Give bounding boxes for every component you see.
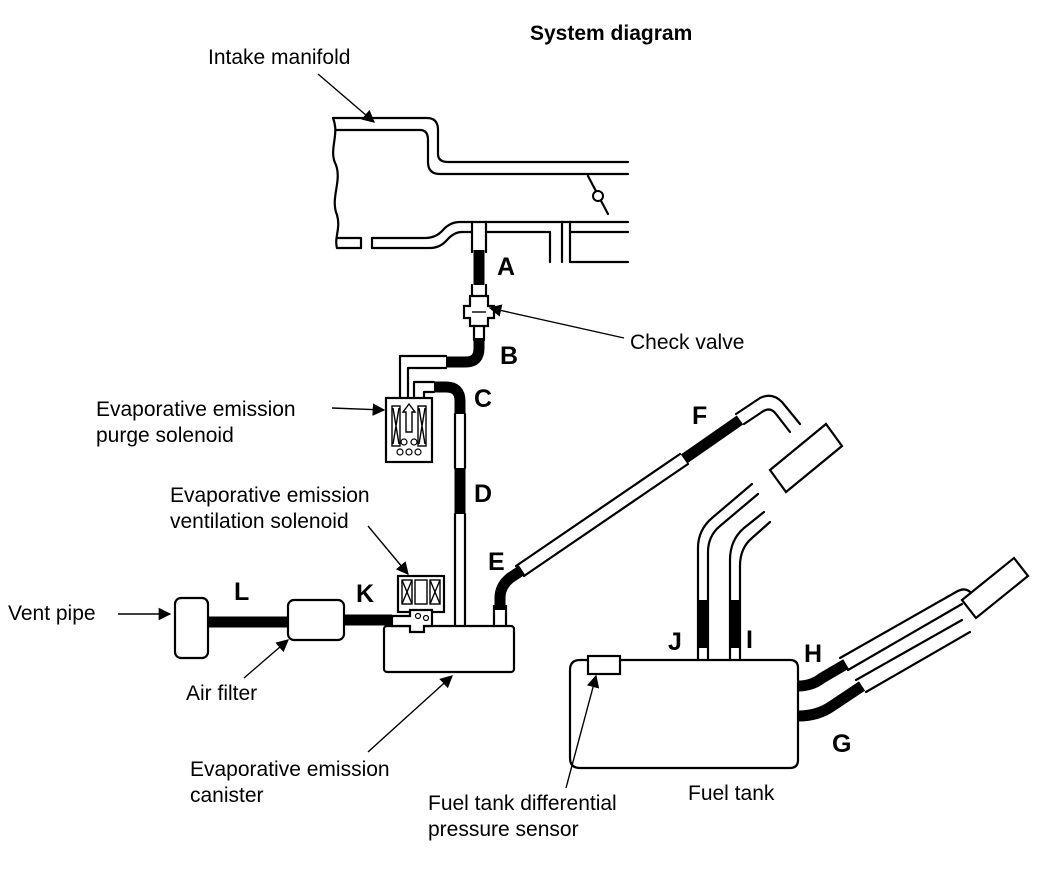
label-canister-line2: canister [190,784,264,807]
filler-neck [768,422,844,494]
label-fuel-tank: Fuel tank [688,782,775,805]
label-check-valve: Check valve [630,331,744,354]
evaporative-emission-canister [382,624,516,674]
label-purge-solenoid-line2: purge solenoid [96,424,234,447]
hose-letter-j: J [668,628,682,656]
label-intake-manifold: Intake manifold [208,46,350,69]
ventilation-solenoid [390,574,446,634]
second-filler-neck [960,556,1030,620]
hose-g [797,681,866,722]
hose-letter-l: L [234,578,249,606]
hose-letter-g: G [832,730,851,758]
hose-letter-c: C [474,385,492,413]
label-vent-solenoid-line2: ventilation solenoid [170,510,349,533]
hose-letter-e: E [488,548,505,576]
diagram-title: System diagram [530,22,692,45]
fuel-tank [568,658,800,770]
hose-f [680,415,744,464]
label-canister-line1: Evaporative emission [190,758,390,781]
hose-h [797,659,849,692]
hose-letter-h: H [804,640,822,668]
hose-b [446,338,485,368]
vent-pipe-body [173,596,210,660]
hose-letter-d: D [474,480,492,508]
label-pressure-sensor-line1: Fuel tank differential [428,792,617,815]
hose-e [494,565,526,610]
label-vent-solenoid-line1: Evaporative emission [170,484,370,507]
hose-letter-k: K [356,580,374,608]
differential-pressure-sensor [586,654,622,676]
hose-letter-a: A [497,253,515,281]
hose-letter-i: I [746,626,753,654]
label-purge-solenoid-line1: Evaporative emission [96,398,296,421]
hose-letter-f: F [692,402,707,430]
hose-c [434,381,466,414]
hose-letter-b: B [500,342,518,370]
label-vent-pipe: Vent pipe [8,602,96,625]
purge-solenoid [384,396,434,464]
air-filter [286,598,346,642]
label-pressure-sensor-line2: pressure sensor [428,818,579,841]
intake-manifold [331,116,630,264]
label-air-filter: Air filter [186,682,257,705]
check-valve [462,294,496,328]
